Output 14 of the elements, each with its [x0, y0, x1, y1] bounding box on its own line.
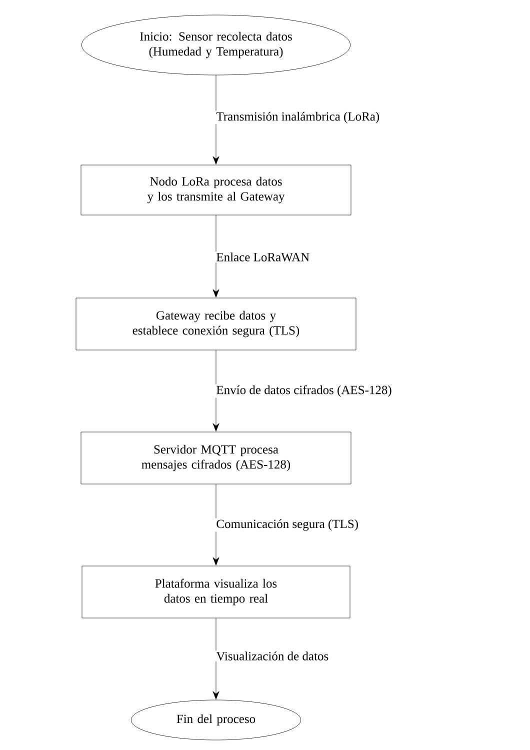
process-box: Plataforma visualiza los datos en tiempo real [82, 566, 350, 618]
edge-label: Comunicación segura (TLS) [215, 518, 360, 532]
edge-label: Enlace LoRaWAN [215, 252, 311, 262]
edge-label: Envío de datos cifrados (AES-128) [215, 384, 393, 398]
arrow [212, 618, 220, 700]
process-box: Gateway recibe datos y establece conexión segura (TLS) [76, 298, 356, 350]
arrow [212, 350, 220, 432]
arrow [212, 484, 220, 566]
edge-label: Transmisión inalámbrica (LoRa) [215, 110, 381, 124]
arrow [212, 215, 220, 298]
process-box: Servidor MQTT procesa mensajes cifrados (AES-128) [80, 432, 352, 484]
process-box: Nodo LoRa procesa datos y los transmite al Gateway [80, 164, 352, 216]
arrow [212, 75, 220, 164]
edge-label: Visualización de datos [215, 650, 330, 662]
